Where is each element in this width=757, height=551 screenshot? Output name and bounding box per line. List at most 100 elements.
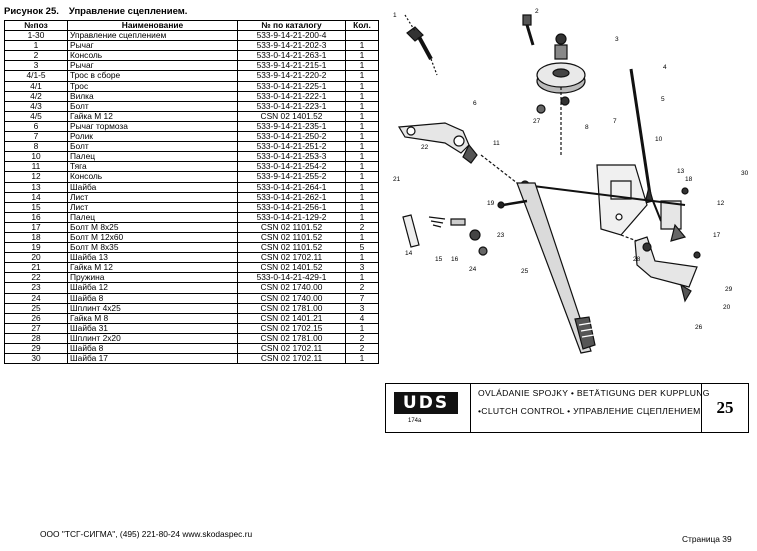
cell-catalog: CSN 02 1740.00 [237,282,346,294]
cell-qty: 1 [345,110,379,122]
cell-pos: 12 [4,171,68,183]
cell-pos: 6 [4,120,68,133]
cell-catalog: CSN 02 1702.11 [237,252,346,264]
cell-qty: 2 [345,282,379,294]
cell-name: Шайба 8 [67,342,238,355]
callout-7: 7 [613,118,617,125]
cell-pos: 7 [4,131,68,143]
header-qty: Кол. [345,19,379,32]
cell-qty: 1 [345,100,379,112]
cell-qty: 4 [345,312,379,324]
cell-name: Болт [67,100,238,112]
cell-qty: 2 [345,332,379,345]
cell-pos: 16 [4,211,68,223]
cell-pos: 4/1-5 [4,70,68,82]
figure-caption: Управление сцеплением. [68,6,188,17]
cell-catalog: 533-0-14-21-429-1 [237,272,346,284]
cell-pos: 1-30 [4,30,68,42]
cell-pos: 10 [4,151,68,163]
cell-name: Пружина [67,272,238,284]
cell-pos: 3 [4,60,68,72]
cell-catalog: CSN 02 1101.52 [237,231,346,244]
figure-page-number: 25 [701,384,748,432]
table-header-row: №поз Наименование № по каталогу Кол. [4,19,379,32]
cell-qty: 1 [345,272,379,284]
cell-name: Вилка [67,90,238,102]
cell-catalog: CSN 02 1401.52 [237,262,346,274]
cell-name: Шплинт 2х20 [67,332,238,345]
cell-qty: 1 [345,252,379,264]
cell-name: Шплинт 4х25 [67,302,238,314]
callout-26: 26 [695,324,703,331]
callout-29: 29 [725,286,733,293]
callout-5: 5 [661,96,665,103]
cell-name: Трос в сборе [67,70,238,82]
cell-name: Шайба 12 [67,282,238,294]
cell-catalog: 533-0-14-21-254-2 [237,161,346,173]
callout-18: 18 [685,176,693,183]
title-line-2: •CLUTCH CONTROL • УПРАВЛЕНИЕ СЦЕПЛЕНИЕМ [478,406,701,416]
cell-name: Болт М 8х25 [67,221,238,233]
clutch-control-drawing: 1 2 3 4 5 6 7 8 10 11 12 13 14 15 16 17 … [393,8,749,354]
cell-name: Гайка М 8 [67,312,238,324]
cell-qty: 2 [345,342,379,355]
cell-pos: 24 [4,292,68,304]
cell-pos: 8 [4,141,68,153]
cell-name: Болт [67,141,238,153]
callout-11: 11 [493,140,500,147]
cell-qty: 1 [345,161,379,173]
callout-13: 13 [677,168,685,175]
callout-1: 1 [393,12,397,19]
cell-pos: 15 [4,201,68,213]
cell-qty: 1 [345,231,379,244]
cell-pos: 4/2 [4,90,68,102]
cell-qty: 1 [345,90,379,102]
cell-name: Тяга [67,161,238,173]
cell-name: Шайба 17 [67,353,238,365]
cell-qty: 1 [345,211,379,223]
cell-name: Лист [67,201,238,213]
callout-24: 24 [469,266,477,273]
cell-qty: 1 [345,50,379,62]
cell-pos: 27 [4,322,68,334]
cell-catalog: CSN 02 1702.11 [237,342,346,355]
callout-27: 27 [533,118,541,125]
callout-3: 3 [615,36,619,43]
uds-logo: UDS [394,392,458,414]
callout-16: 16 [451,256,459,263]
cell-qty: 1 [345,353,379,365]
cell-catalog: 533-9-14-21-215-1 [237,60,346,72]
cell-qty: 1 [345,181,379,193]
drawing-callouts: 1 2 3 4 5 6 7 8 10 11 12 13 14 15 16 17 … [393,8,749,331]
cell-catalog: 533-0-14-21-223-1 [237,100,346,112]
cell-qty: 2 [345,221,379,233]
cell-pos: 23 [4,282,68,294]
cell-catalog: CSN 02 1781.00 [237,332,346,345]
callout-23: 23 [497,232,505,239]
cell-pos: 22 [4,272,68,284]
cell-qty: 5 [345,242,379,254]
cell-pos: 19 [4,242,68,254]
cell-pos: 13 [4,181,68,193]
cell-qty: 1 [345,131,379,143]
cell-catalog: 533-0-14-21-129-2 [237,211,346,223]
cell-catalog: 533-9-14-21-202-3 [237,40,346,52]
cell-name: Палец [67,211,238,223]
callout-22: 22 [421,144,429,151]
cell-name: Шайба 8 [67,292,238,304]
cell-catalog: 533-0-14-21-222-1 [237,90,346,102]
cell-qty: 3 [345,262,379,274]
